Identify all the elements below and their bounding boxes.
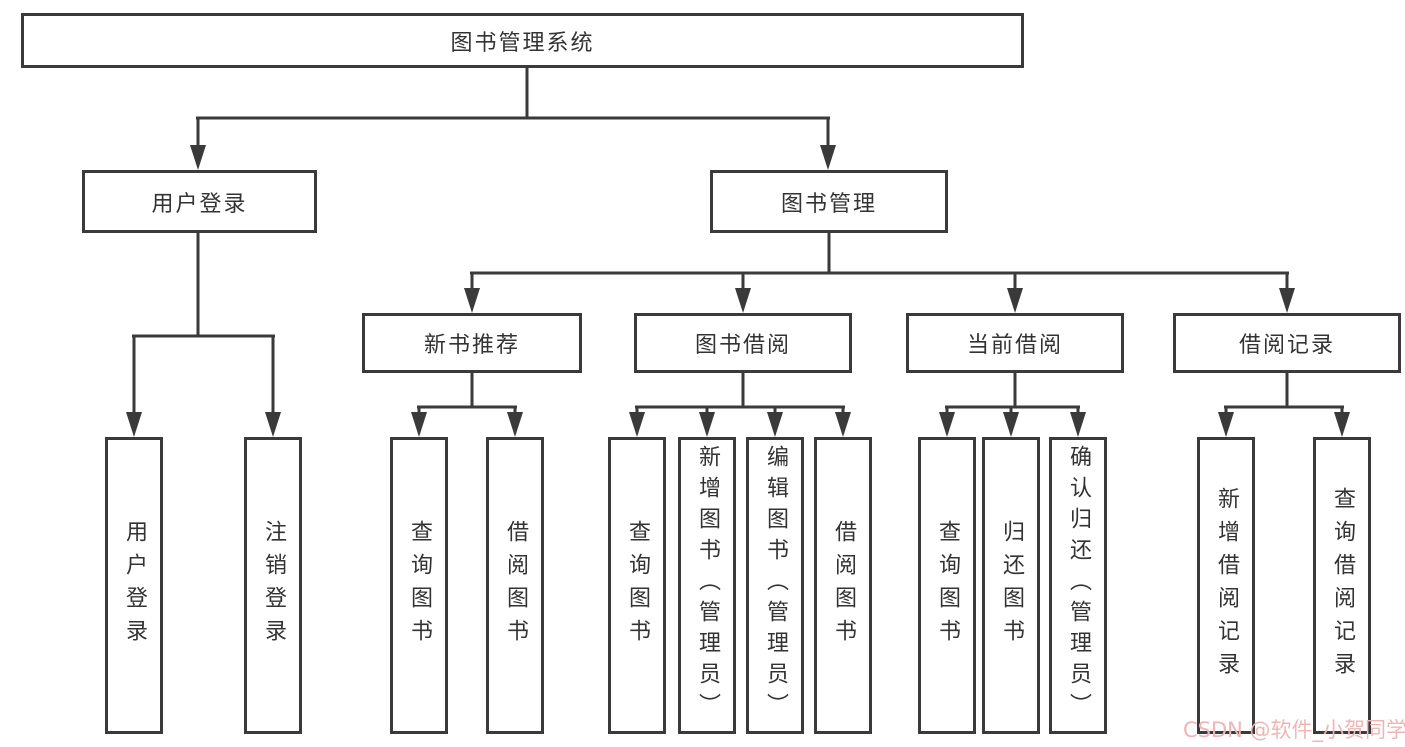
leaf-add-borrow-record: 新增借阅记录: [1197, 437, 1255, 734]
leaf-query-books-current: 查询图书: [918, 437, 976, 734]
leaf-borrow-books-recommend: 借阅图书: [486, 437, 544, 734]
leaf-borrow-books-label: 借阅图书: [831, 519, 856, 652]
node-new-book-recommend: 新书推荐: [362, 313, 582, 373]
leaf-logout-label: 注销登录: [261, 519, 286, 652]
leaf-confirm-return-admin: 确认归还（管理员）: [1049, 437, 1107, 734]
leaf-add-book-admin-label: 新增图书（管理员）: [695, 445, 720, 724]
leaf-borrow-books-recommend-label: 借阅图书: [503, 519, 528, 652]
leaf-add-borrow-record-label: 新增借阅记录: [1214, 486, 1239, 685]
leaf-user-login-label: 用户登录: [122, 519, 147, 652]
node-book-borrow: 图书借阅: [634, 313, 852, 373]
node-root-label: 图书管理系统: [450, 30, 595, 56]
node-root: 图书管理系统: [21, 13, 1024, 68]
leaf-query-books-current-label: 查询图书: [935, 519, 960, 652]
leaf-return-book-label: 归还图书: [999, 519, 1024, 652]
leaf-query-books-borrow-label: 查询图书: [625, 519, 650, 652]
node-book-borrow-label: 图书借阅: [694, 333, 791, 358]
leaf-borrow-books: 借阅图书: [814, 437, 872, 734]
watermark: CSDN @软件_小贺同学: [1183, 718, 1405, 742]
node-current-borrow-label: 当前借阅: [966, 333, 1063, 358]
leaf-add-book-admin: 新增图书（管理员）: [678, 437, 736, 734]
node-user-login: 用户登录: [82, 170, 317, 233]
node-borrow-records: 借阅记录: [1173, 313, 1401, 373]
node-book-management-label: 图书管理: [780, 191, 877, 217]
node-current-borrow: 当前借阅: [906, 313, 1124, 373]
node-user-login-label: 用户登录: [151, 191, 248, 217]
leaf-confirm-return-admin-label: 确认归还（管理员）: [1066, 445, 1091, 724]
node-borrow-records-label: 借阅记录: [1238, 333, 1335, 358]
leaf-query-books-recommend-label: 查询图书: [407, 519, 432, 652]
leaf-query-books-borrow: 查询图书: [608, 437, 666, 734]
node-book-management: 图书管理: [710, 170, 948, 233]
leaf-query-borrow-record: 查询借阅记录: [1313, 437, 1371, 734]
leaf-return-book: 归还图书: [982, 437, 1040, 734]
leaf-user-login: 用户登录: [105, 437, 163, 734]
leaf-query-borrow-record-label: 查询借阅记录: [1330, 486, 1355, 685]
leaf-edit-book-admin-label: 编辑图书（管理员）: [763, 445, 788, 724]
leaf-logout: 注销登录: [244, 437, 302, 734]
leaf-query-books-recommend: 查询图书: [390, 437, 448, 734]
leaf-edit-book-admin: 编辑图书（管理员）: [746, 437, 804, 734]
node-new-book-recommend-label: 新书推荐: [423, 333, 520, 358]
